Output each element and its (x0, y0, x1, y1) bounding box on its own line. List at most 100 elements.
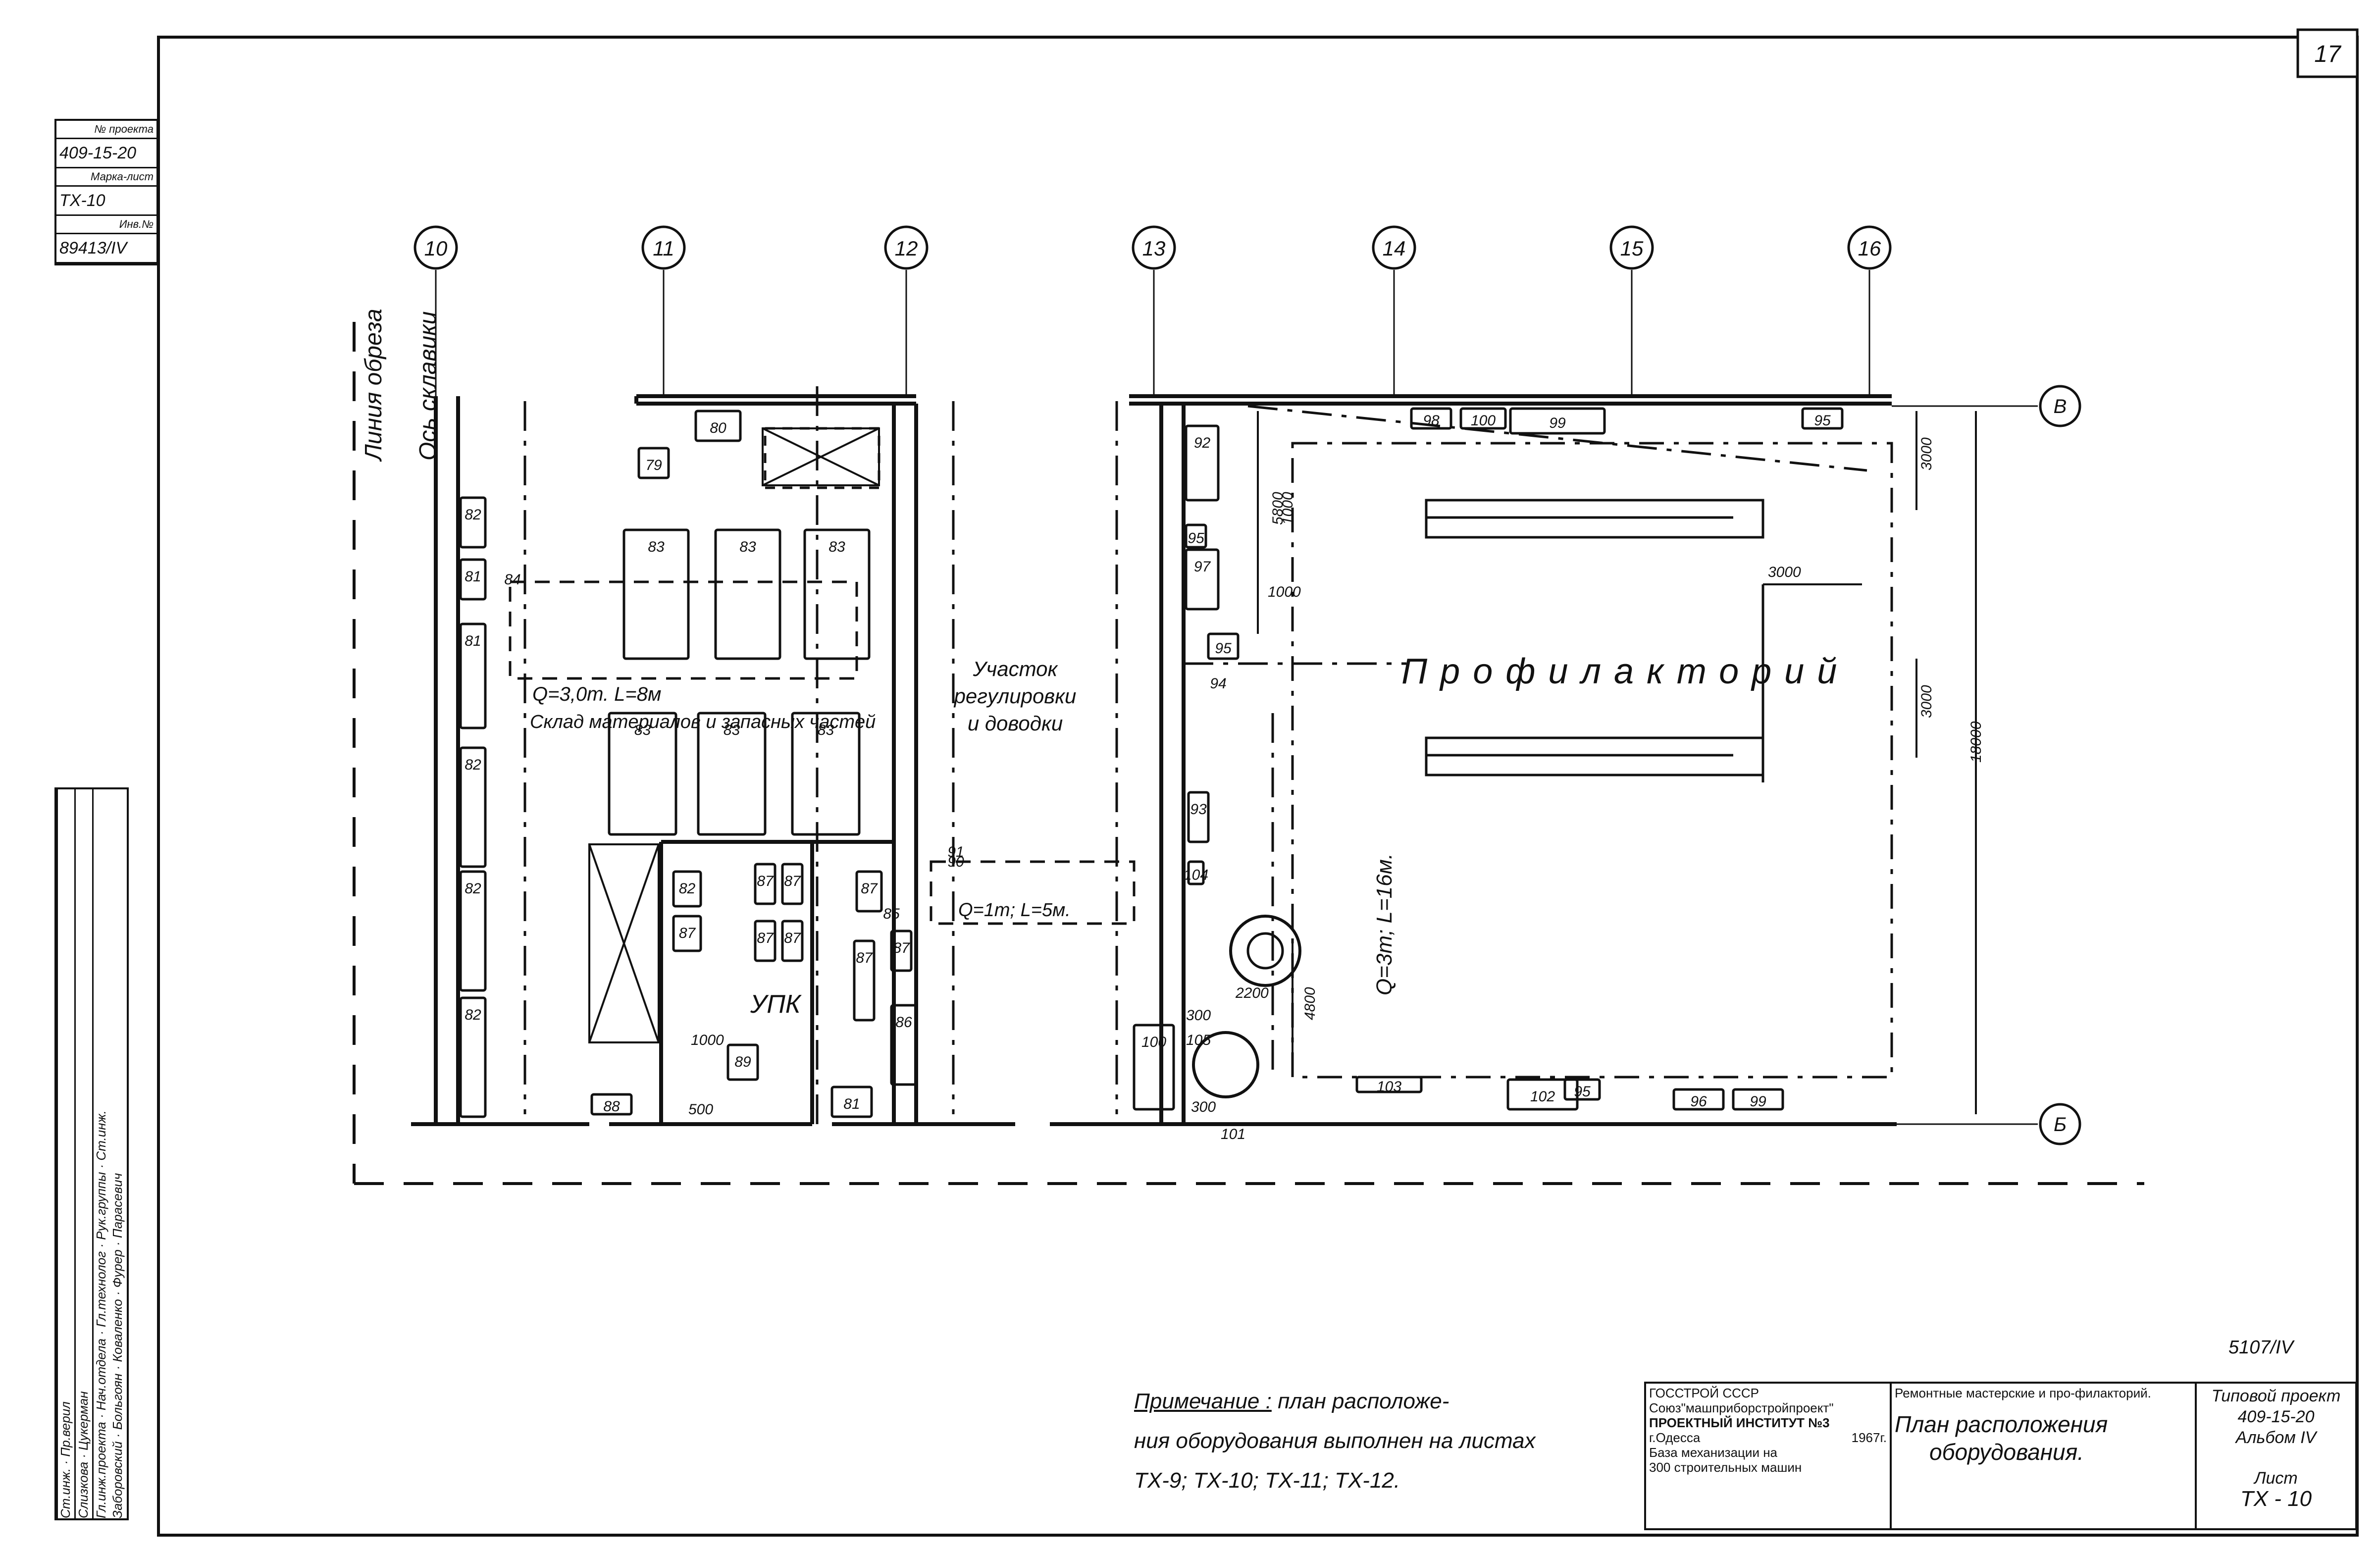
equipment-86: 86 (890, 1004, 918, 1086)
equipment-mark: 80 (710, 420, 726, 436)
dimension-value: 300 (1186, 1007, 1211, 1024)
turntable-105-shape (1229, 915, 1301, 987)
equipment-100: 100 (1459, 407, 1507, 430)
axis-label: 11 (653, 237, 674, 260)
right-block-walls (1050, 394, 1897, 1126)
sig-col-names-b: Заборовский · Больгоян · Коваленко · Фур… (110, 1173, 125, 1518)
equipment-mark: 81 (465, 569, 481, 585)
axis-marker-11: 11 (641, 225, 686, 396)
equipment-82: 82 (459, 746, 487, 868)
equipment-mark: 93 (1190, 801, 1207, 818)
archive-code: 5107/IV (2228, 1337, 2293, 1358)
equipment-mark: 95 (1814, 413, 1831, 429)
crane-1-label: Q=3,0т. L=8м (532, 683, 661, 705)
axis-label: Б (2054, 1114, 2067, 1136)
equipment-83: 83 (697, 712, 767, 836)
equipment-mark: 103 (1377, 1079, 1401, 1095)
sig-role-2: Гл.технолог (94, 1251, 108, 1327)
equipment-87: 87 (754, 863, 776, 905)
sheet-title-1: План расположения (1895, 1411, 2108, 1437)
project-label: № проекта (56, 121, 156, 139)
equipment-83: 83 (803, 528, 871, 660)
type-project-value: 409-15-20 (2237, 1407, 2315, 1426)
dimension-value: 2200 (1235, 985, 1269, 1001)
sheet-number: 17 (2314, 41, 2342, 67)
org-4: г.Одесса (1649, 1430, 1701, 1445)
equipment-92: 92 (1185, 424, 1220, 502)
equipment-mark: 83 (724, 722, 740, 738)
equipment-mark: 83 (818, 722, 834, 738)
equipment-82: 82 (672, 870, 702, 908)
title-subject-block: Ремонтные мастерские и про-филакторий. П… (1890, 1382, 2197, 1530)
equipment-97: 97 (1185, 548, 1220, 611)
equipment-100: 100 (1133, 1024, 1175, 1111)
equipment-104: 104 (1184, 860, 1208, 885)
list-value: ТХ - 10 (2240, 1487, 2312, 1511)
equipment-mark: 84 (504, 571, 520, 588)
year: 1967г. (1851, 1430, 1887, 1445)
equipment-mark: 97 (1194, 559, 1211, 575)
sig-name-4: Парасевич (110, 1173, 125, 1238)
equipment-mark: 99 (1750, 1093, 1766, 1110)
equipment-mark: 87 (893, 940, 910, 956)
service-pits (1425, 499, 1764, 782)
equipment-99: 99 (1509, 407, 1606, 435)
axis-marker-16: 16 (1847, 225, 1892, 396)
equipment-87: 87 (672, 915, 702, 952)
org-3: ПРОЕКТНЫЙ ИНСТИТУТ №3 (1649, 1415, 1830, 1430)
cut-line (353, 322, 2144, 1185)
equipment-mark: 99 (1549, 415, 1566, 431)
equipment-mark: 95 (1188, 530, 1204, 547)
dimension-value: 1000 (1280, 492, 1296, 525)
dimension-value: 300 (1191, 1099, 1216, 1115)
equipment-101: 101 (1221, 1126, 1245, 1142)
axis-marker-13: 13 (1132, 225, 1176, 396)
equipment-79: 79 (637, 447, 670, 479)
equipment-mark: 79 (645, 457, 662, 473)
equipment-mark: 91 (947, 844, 964, 860)
equipment-80: 80 (694, 410, 742, 442)
equipment-mark: 88 (603, 1098, 620, 1115)
note-text-3: ТХ-9; ТХ-10; ТХ-11; ТХ-12. (1134, 1468, 1400, 1493)
sig-name-2: Коваленко (110, 1299, 125, 1362)
sig-role-0: Гл.инж.проекта (94, 1422, 108, 1518)
left-block-walls (411, 394, 1015, 1126)
equipment-mark: 102 (1530, 1088, 1555, 1105)
equipment-82: 82 (459, 996, 487, 1118)
equipment-mark: 86 (895, 1014, 912, 1031)
axis-label: 14 (1383, 237, 1406, 260)
side-stamp: № проекта 409-15-20 Марка-лист ТХ-10 Инв… (54, 119, 158, 265)
equipment-95: 95 (1207, 632, 1240, 660)
equipment-95: 95 (1801, 407, 1844, 430)
list-label: Лист (2254, 1469, 2298, 1488)
equipment-82: 82 (459, 870, 487, 992)
equipment-mark: 82 (465, 507, 481, 523)
equipment-87: 87 (754, 920, 776, 962)
crane-zones (509, 386, 1893, 1129)
axis-label: 16 (1858, 237, 1881, 260)
sig-role-1: Нач.отдела (94, 1338, 108, 1411)
axis-marker-14: 14 (1372, 225, 1416, 396)
sheet-frame (157, 36, 2359, 1537)
equipment-mark: 85 (883, 906, 900, 922)
sig-name-1: Больгоян (110, 1373, 125, 1430)
title-project-block: Типовой проект 409-15-20 Альбом IV Лист … (2195, 1382, 2357, 1530)
equipment-81: 81 (459, 622, 487, 729)
equipment-81: 81 (830, 1086, 873, 1118)
equipment-mark: 90 (947, 854, 964, 870)
cut-line-label: Линия обреза (361, 309, 387, 462)
equipment-91: 91 (947, 844, 964, 860)
crane-3-label: Q=3т; L=16м. (1372, 853, 1397, 995)
equipment-102: 102 (1506, 1078, 1579, 1111)
note-text-1: план расположе- (1278, 1389, 1449, 1413)
equipment-87: 87 (853, 939, 876, 1022)
sig-name-3: Фурер (110, 1249, 125, 1288)
equipment-103: 103 (1355, 1076, 1423, 1095)
equipment-mark: 87 (856, 950, 873, 966)
equipment-mark: 94 (1210, 675, 1226, 692)
crane-2-label: Q=1т; L=5м. (958, 900, 1071, 921)
dimension-labels: 3000300030001800058001000100048002200300… (688, 437, 1984, 1118)
axis-marker-Б: Б (1892, 1103, 2081, 1145)
note-heading: Примечание : (1134, 1389, 1272, 1413)
